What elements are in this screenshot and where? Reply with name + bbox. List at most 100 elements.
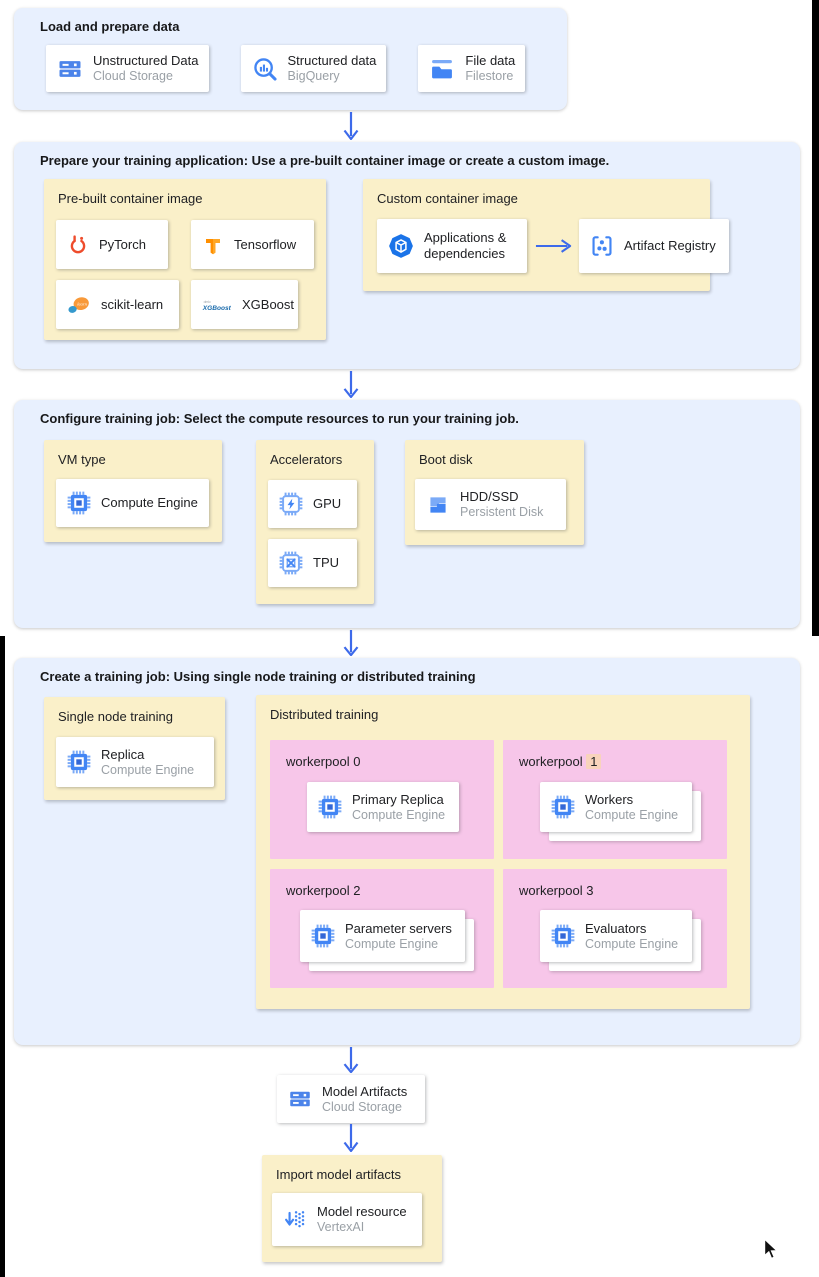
- card-title: Workers: [585, 791, 634, 807]
- card-subtitle: Compute Engine: [585, 936, 679, 951]
- box-label: Custom container image: [377, 191, 518, 206]
- card-title: TPU: [313, 555, 339, 570]
- card-hdd-ssd: HDD/SSD Persistent Disk: [415, 479, 566, 530]
- card-subtitle: Cloud Storage: [93, 69, 173, 83]
- card-title: Model Artifacts: [322, 1083, 408, 1099]
- artifact-registry-icon: [589, 233, 615, 259]
- box-label: Distributed training: [270, 707, 379, 722]
- card-title: PyTorch: [99, 236, 146, 252]
- pool-number: 2: [353, 883, 361, 898]
- card-xgboost: XGBoost: [191, 280, 298, 329]
- card-title: Tensorflow: [234, 236, 297, 252]
- compute-engine-icon: [317, 794, 343, 820]
- card-title: Structured data: [287, 53, 377, 68]
- card-subtitle: Compute Engine: [345, 936, 439, 951]
- pool-name: workerpool: [286, 754, 350, 769]
- scikit-learn-icon: [66, 293, 92, 317]
- box-label: Pre-built container image: [58, 191, 203, 206]
- flow-arrow-3: [339, 630, 363, 656]
- card-pytorch: PyTorch: [56, 220, 168, 269]
- card-subtitle: Compute Engine: [101, 762, 195, 777]
- cloud-storage-icon: [287, 1086, 313, 1112]
- pool-number-highlighted: 1: [586, 754, 602, 769]
- box-label: Boot disk: [419, 452, 473, 467]
- card-title: File data: [465, 53, 516, 68]
- card-model-artifacts: Model Artifacts Cloud Storage: [277, 1075, 425, 1123]
- section-title: Configure training job: Select the compu…: [40, 411, 519, 426]
- card-subtitle: Compute Engine: [352, 807, 446, 822]
- stacked-cards: Parameter servers Compute Engine: [300, 910, 474, 971]
- card-subtitle: Cloud Storage: [322, 1099, 402, 1114]
- workerpool-2: workerpool 2 Parameter servers Compute E…: [270, 869, 494, 988]
- pool-name: workerpool: [519, 883, 583, 898]
- vm-type-box: VM type Compute Engine: [44, 440, 222, 542]
- mouse-cursor-icon: [764, 1238, 779, 1260]
- pool-label: workerpool 0: [286, 754, 360, 769]
- section-title: Create a training job: Using single node…: [40, 669, 476, 684]
- card-applications-dependencies: Applications & dependencies: [377, 219, 527, 273]
- pool-number: 3: [586, 883, 594, 898]
- card-evaluators: Evaluators Compute Engine: [540, 910, 692, 962]
- card-title: Primary Replica: [352, 791, 444, 807]
- pool-label: workerpool 3: [519, 883, 593, 898]
- card-tensorflow: Tensorflow: [191, 220, 314, 269]
- card-title: XGBoost: [242, 296, 295, 312]
- screen-edge-bar-right: [812, 0, 819, 636]
- compute-engine-icon: [310, 923, 336, 949]
- accelerators-box: Accelerators GPU TPU: [256, 440, 374, 604]
- panel-prepare-training-application: Prepare your training application: Use a…: [14, 142, 800, 369]
- compute-engine-icon: [550, 794, 576, 820]
- card-subtitle: Compute Engine: [585, 807, 679, 822]
- card-title: Unstructured Data: [93, 53, 199, 68]
- box-label: Single node training: [58, 709, 173, 724]
- boot-disk-box: Boot disk HDD/SSD Persistent Disk: [405, 440, 584, 545]
- pool-label: workerpool 1: [519, 754, 602, 769]
- section-title: Load and prepare data: [40, 19, 180, 34]
- pool-label: workerpool 2: [286, 883, 360, 898]
- load-cards-row: Unstructured Data Cloud Storage Structur…: [46, 45, 526, 92]
- section-title: Prepare your training application: Use a…: [40, 153, 610, 168]
- card-title: Parameter servers: [345, 920, 452, 936]
- card-tpu: TPU: [268, 539, 357, 587]
- card-subtitle: Persistent Disk: [460, 505, 544, 519]
- workerpool-0: workerpool 0 Primary Replica Compute Eng…: [270, 740, 494, 859]
- panel-load-and-prepare-data: Load and prepare data Unstructured Data …: [14, 8, 567, 110]
- workerpool-3: workerpool 3 Evaluators Compute Engine: [503, 869, 727, 988]
- pool-name: workerpool: [519, 754, 583, 769]
- card-replica: Replica Compute Engine: [56, 737, 214, 787]
- card-subtitle: Filestore: [465, 69, 514, 83]
- card-subtitle: BigQuery: [287, 69, 340, 83]
- vertex-ai-icon: [282, 1207, 308, 1233]
- prebuilt-container-box: Pre-built container image PyTorch Tensor…: [44, 179, 326, 340]
- card-scikit-learn: scikit-learn: [56, 280, 179, 329]
- panel-configure-training-job: Configure training job: Select the compu…: [14, 400, 800, 628]
- tpu-icon: [278, 550, 304, 576]
- flow-arrow-4: [339, 1047, 363, 1073]
- card-title: Artifact Registry: [624, 238, 716, 253]
- pytorch-icon: [66, 233, 90, 257]
- bigquery-icon: [251, 55, 279, 83]
- card-model-resource: Model resource VertexAI: [272, 1193, 422, 1246]
- screen-edge-bar-left: [0, 636, 5, 1277]
- card-structured-data: Structured data BigQuery: [240, 45, 387, 92]
- cloud-storage-icon: [56, 55, 84, 83]
- applications-box-icon: [387, 232, 415, 260]
- filestore-icon: [428, 55, 456, 83]
- pool-name: workerpool: [286, 883, 350, 898]
- card-artifact-registry: Artifact Registry: [579, 219, 729, 273]
- persistent-disk-icon: [425, 492, 451, 518]
- custom-container-box: Custom container image Applications & de…: [363, 179, 729, 291]
- compute-engine-icon: [66, 490, 92, 516]
- single-node-training-box: Single node training Replica Compute Eng…: [44, 697, 225, 800]
- stacked-cards: Workers Compute Engine: [540, 782, 701, 841]
- import-model-artifacts-box: Import model artifacts Model resource Ve…: [262, 1155, 442, 1262]
- card-title: HDD/SSD: [460, 489, 519, 504]
- card-title: Replica: [101, 746, 145, 762]
- card-title: Compute Engine: [101, 495, 198, 510]
- card-title: scikit-learn: [101, 296, 164, 312]
- card-subtitle: VertexAI: [317, 1220, 365, 1234]
- flow-arrow-5: [339, 1124, 363, 1152]
- card-primary-replica: Primary Replica Compute Engine: [307, 782, 459, 832]
- flow-arrow-2: [339, 371, 363, 398]
- box-label: Import model artifacts: [276, 1167, 401, 1182]
